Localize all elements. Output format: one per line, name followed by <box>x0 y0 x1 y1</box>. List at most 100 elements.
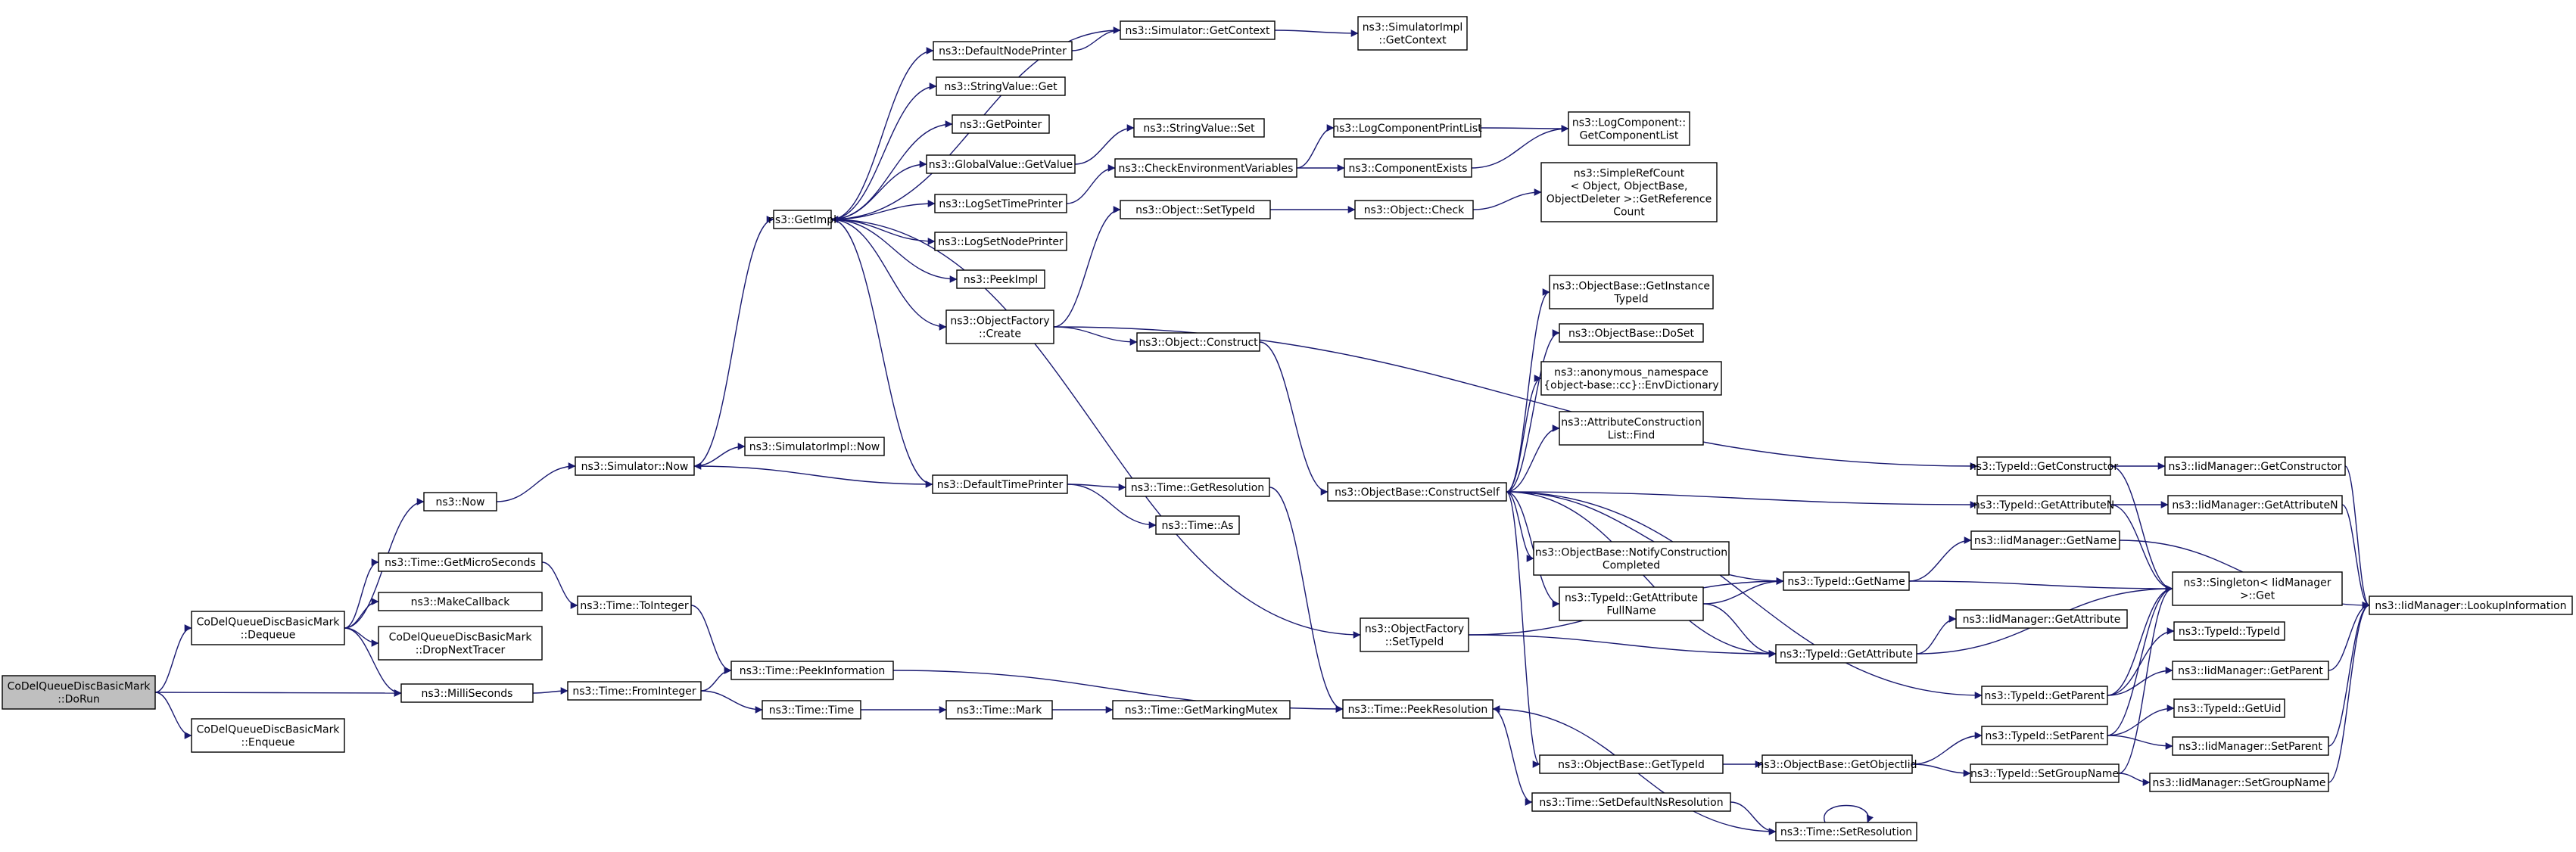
node-label: ns3::Object::Check <box>1364 204 1465 216</box>
node-frominteger[interactable]: ns3::Time::FromInteger <box>567 681 702 701</box>
node-deftimeprinter[interactable]: ns3::DefaultTimePrinter <box>932 474 1068 494</box>
edge-line <box>532 687 568 695</box>
node-getparent[interactable]: ns3::TypeId::GetParent <box>1981 686 2108 705</box>
node-ofsettypeid[interactable]: ns3::ObjectFactory::SetTypeId <box>1360 617 1469 652</box>
node-singletonget[interactable]: ns3::Singleton< IidManager>::Get <box>2172 571 2343 606</box>
node-getobjectiid[interactable]: ns3::ObjectBase::GetObjectIid <box>1757 754 1917 774</box>
node-timemark[interactable]: ns3::Time::Mark <box>945 700 1053 720</box>
edge-line <box>1506 491 1784 585</box>
node-box <box>1120 20 1276 40</box>
node-label: ns3::LogSetTimePrinter <box>939 198 1063 210</box>
node-getname[interactable]: ns3::TypeId::GetName <box>1783 571 1910 591</box>
node-objsettypeid[interactable]: ns3::Object::SetTypeId <box>1120 200 1271 219</box>
node-makecb[interactable]: ns3::MakeCallback <box>378 592 543 611</box>
node-defnodeprinter[interactable]: ns3::DefaultNodePrinter <box>933 41 1073 61</box>
node-peekimpl[interactable]: ns3::PeekImpl <box>956 269 1045 289</box>
node-typeidtypeid[interactable]: ns3::TypeId::TypeId <box>2173 621 2285 641</box>
node-getmarkingmutex[interactable]: ns3::Time::GetMarkingMutex <box>1112 700 1291 720</box>
node-iidgetattribute[interactable]: ns3::IidManager::GetAttribute <box>1955 609 2128 629</box>
node-enqueue[interactable]: CoDelQueueDiscBasicMark::Enqueue <box>191 718 345 753</box>
node-box <box>1981 686 2108 705</box>
node-label: ns3::IidManager::LookupInformation <box>2375 600 2566 612</box>
edge-globalvalueget-to-stringvalueset <box>1074 124 1135 165</box>
node-iidgetparent[interactable]: ns3::IidManager::GetParent <box>2172 661 2329 680</box>
node-logcompprintlist[interactable]: ns3::LogComponentPrintList <box>1332 118 1482 138</box>
node-iidgetconstructor[interactable]: ns3::IidManager::GetConstructor <box>2164 456 2346 476</box>
node-getcomplist[interactable]: ns3::LogComponent::GetComponentList <box>1568 111 1690 146</box>
node-peekinfo[interactable]: ns3::Time::PeekInformation <box>730 661 894 680</box>
node-getpointer[interactable]: ns3::GetPointer <box>952 114 1050 134</box>
node-obgettypeid[interactable]: ns3::ObjectBase::GetTypeId <box>1539 754 1724 774</box>
node-envdict[interactable]: ns3::anonymous_namespace{object-base::cc… <box>1540 361 1722 396</box>
edge-line <box>830 219 958 283</box>
node-doset[interactable]: ns3::ObjectBase::DoSet <box>1559 323 1704 343</box>
node-logsettime[interactable]: ns3::LogSetTimePrinter <box>934 194 1067 213</box>
node-getmicro[interactable]: ns3::Time::GetMicroSeconds <box>378 552 543 572</box>
node-setresolution[interactable]: ns3::Time::SetResolution <box>1775 822 1917 841</box>
node-iidsetgroupname[interactable]: ns3::IidManager::SetGroupName <box>2149 773 2329 792</box>
node-box <box>1120 200 1271 219</box>
node-label: ns3::TypeId::GetAttribute <box>1780 648 1913 661</box>
node-objcheck[interactable]: ns3::Object::Check <box>1354 200 1474 219</box>
node-constructself[interactable]: ns3::ObjectBase::ConstructSelf <box>1327 482 1507 502</box>
node-stringvalueget[interactable]: ns3::StringValue::Get <box>936 76 1066 96</box>
node-iidgetattributen[interactable]: ns3::IidManager::GetAttributeN <box>2167 495 2343 515</box>
node-globalvalueget[interactable]: ns3::GlobalValue::GetValue <box>926 154 1076 174</box>
edge-defnodeprinter-to-simgetcontext <box>1071 26 1121 51</box>
node-typeidgetuid[interactable]: ns3::TypeId::GetUid <box>2173 698 2285 718</box>
node-timetime[interactable]: ns3::Time::Time <box>762 700 861 720</box>
node-box <box>1342 699 1494 719</box>
node-notifyconstruction[interactable]: ns3::ObjectBase::NotifyConstructionCompl… <box>1533 541 1730 576</box>
node-box <box>2167 495 2343 515</box>
node-simimplnow[interactable]: ns3::SimulatorImpl::Now <box>744 437 885 456</box>
node-stringvalueset[interactable]: ns3::StringValue::Set <box>1133 118 1265 138</box>
edge-constructself-to-envdict <box>1506 375 1542 493</box>
node-iidgetname[interactable]: ns3::IidManager::GetName <box>1970 530 2120 550</box>
node-getconstructor[interactable]: ns3::TypeId::GetConstructor <box>1970 456 2118 476</box>
node-dorun[interactable]: CoDelQueueDiscBasicMark::DoRun <box>2 675 156 710</box>
edge-getattribute-to-iidgetattribute <box>1916 615 1957 655</box>
node-now[interactable]: ns3::Now <box>423 492 497 512</box>
node-label: ns3::ObjectFactory <box>950 316 1049 328</box>
node-milli[interactable]: ns3::MilliSeconds <box>400 683 534 703</box>
edge-line <box>496 462 576 502</box>
node-box <box>1354 200 1474 219</box>
node-ofcreate[interactable]: ns3::ObjectFactory::Create <box>945 309 1054 344</box>
edge-ofcreate-to-objsettypeid <box>1053 206 1121 328</box>
node-getimpl[interactable]: ns3::GetImpl <box>768 210 836 229</box>
node-setparent[interactable]: ns3::TypeId::SetParent <box>1981 726 2108 745</box>
node-simimplgetcontext[interactable]: ns3::SimulatorImpl::GetContext <box>1357 16 1468 51</box>
edge-getname-to-iidgetname <box>1908 536 1972 582</box>
node-compexists[interactable]: ns3::ComponentExists <box>1344 158 1472 178</box>
node-label: ns3::ObjectBase::GetObjectIid <box>1757 759 1917 771</box>
node-iidsetparent[interactable]: ns3::IidManager::SetParent <box>2172 736 2329 756</box>
node-label: ObjectDeleter >::GetReference <box>1547 194 1712 206</box>
node-label: ns3::StringValue::Set <box>1143 123 1255 135</box>
node-dropnext[interactable]: CoDelQueueDiscBasicMark::DropNextTracer <box>378 626 543 661</box>
node-getattributen[interactable]: ns3::TypeId::GetAttributeN <box>1973 495 2114 515</box>
edge-line <box>1824 804 1874 823</box>
node-peekresolution[interactable]: ns3::Time::PeekResolution <box>1342 699 1494 719</box>
edge-line <box>830 160 927 220</box>
node-setdefaultns[interactable]: ns3::Time::SetDefaultNsResolution <box>1531 792 1731 812</box>
edge-line <box>2107 627 2175 696</box>
node-dequeue[interactable]: CoDelQueueDiscBasicMark::Dequeue <box>191 611 345 645</box>
node-setgroupname[interactable]: ns3::TypeId::SetGroupName <box>1970 763 2120 783</box>
node-lookupinfo[interactable]: ns3::IidManager::LookupInformation <box>2369 595 2573 615</box>
node-timeas[interactable]: ns3::Time::As <box>1155 515 1240 535</box>
node-logsetnode[interactable]: ns3::LogSetNodePrinter <box>934 232 1067 251</box>
node-objconstruct[interactable]: ns3::Object::Construct <box>1136 332 1260 352</box>
edge-line <box>1472 188 1542 210</box>
node-getattribute[interactable]: ns3::TypeId::GetAttribute <box>1775 644 1917 664</box>
node-simnow[interactable]: ns3::Simulator::Now <box>575 456 695 476</box>
node-simplerefcount[interactable]: ns3::SimpleRefCount< Object, ObjectBase,… <box>1540 162 1718 222</box>
edge-line <box>1471 125 1569 169</box>
node-getresolution[interactable]: ns3::Time::GetResolution <box>1125 477 1270 497</box>
node-simgetcontext[interactable]: ns3::Simulator::GetContext <box>1120 20 1276 40</box>
node-checkenv[interactable]: ns3::CheckEnvironmentVariables <box>1114 158 1297 178</box>
node-tointeger[interactable]: ns3::Time::ToInteger <box>577 595 692 615</box>
edge-line <box>1468 634 1777 658</box>
